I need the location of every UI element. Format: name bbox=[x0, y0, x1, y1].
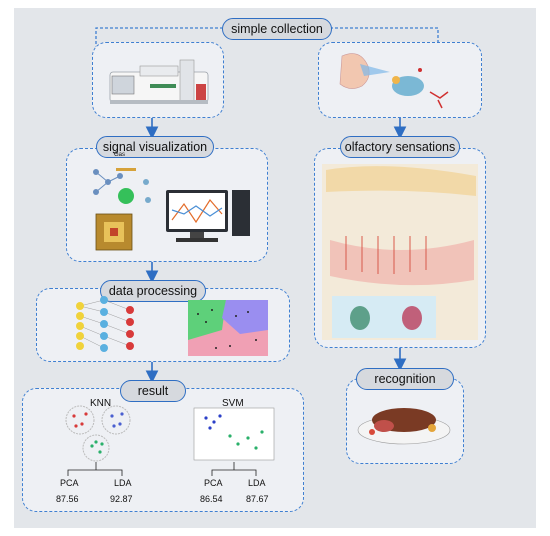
signal-visualization-label: signal visualization bbox=[96, 136, 214, 158]
knn-pca-value: 87.56 bbox=[56, 494, 79, 504]
computer-monitor-image bbox=[166, 190, 250, 242]
result-label: result bbox=[120, 380, 186, 402]
knn-cluster-plot bbox=[65, 405, 131, 462]
svm-lda-label: LDA bbox=[248, 478, 266, 488]
svm-lda-value: 87.67 bbox=[246, 494, 269, 504]
svm-title: SVM bbox=[222, 398, 244, 409]
neural-network-image bbox=[79, 299, 131, 349]
data-processing-label: data processing bbox=[100, 280, 206, 302]
olfactory-anatomy-image bbox=[322, 164, 478, 340]
decision-boundary-plot bbox=[188, 300, 268, 356]
knn-title: KNN bbox=[90, 398, 112, 409]
nose-sniffing-image bbox=[339, 53, 449, 109]
svm-scatter-plot bbox=[193, 407, 275, 461]
nn-output-nodes bbox=[126, 306, 134, 350]
sensor-chip-image bbox=[95, 213, 133, 251]
recognition-label: recognition bbox=[356, 368, 454, 390]
gas-label: Gas bbox=[114, 152, 126, 158]
svm-pca-value: 86.54 bbox=[200, 494, 223, 504]
result-tree-lines bbox=[67, 462, 257, 476]
olfactory-sensations-label: olfactory sensations bbox=[340, 136, 460, 158]
nn-hidden-nodes bbox=[100, 296, 108, 352]
knn-lda-value: 92.87 bbox=[110, 494, 133, 504]
knn-pca-label: PCA bbox=[60, 478, 79, 488]
simple-collection-label: simple collection bbox=[222, 18, 332, 40]
nn-input-nodes bbox=[76, 302, 84, 350]
gas-chromatograph-image bbox=[109, 59, 209, 104]
svm-pca-label: PCA bbox=[204, 478, 223, 488]
roast-beef-image bbox=[357, 408, 451, 445]
knn-lda-label: LDA bbox=[114, 478, 132, 488]
molecule-network-image bbox=[93, 168, 151, 204]
